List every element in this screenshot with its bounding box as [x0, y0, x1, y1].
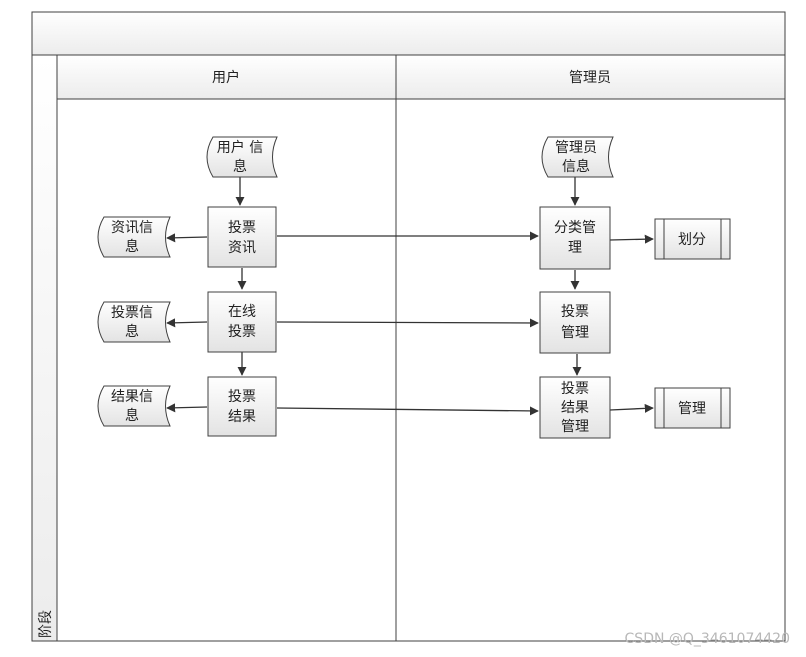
pool-title-band: [31, 11, 786, 56]
result-info-line1: 结果信: [111, 389, 153, 405]
vote-result-line2: 结果: [228, 409, 256, 425]
vote-mgmt-line2: 管理: [561, 325, 589, 341]
process-category-mgmt: 分类管 理: [539, 206, 611, 270]
category-mgmt-line2: 理: [568, 240, 582, 256]
vote-news-line2: 资讯: [228, 240, 256, 256]
vote-news-line1: 投票: [228, 220, 256, 236]
stored-data-user-info: 用户 信 息: [206, 136, 278, 178]
process-vote-mgmt: 投票 管理: [539, 291, 611, 354]
result-mgmt-line3: 管理: [561, 419, 589, 435]
process-vote-result-mgmt: 投票 结果 管理: [539, 376, 611, 439]
lane-header-admin: [395, 54, 786, 100]
process-vote-result: 投票 结果: [207, 376, 277, 437]
news-info-line1: 资讯信: [111, 220, 153, 236]
result-mgmt-line1: 投票: [561, 381, 589, 397]
result-mgmt-line2: 结果: [561, 400, 589, 416]
arrow-voteresult-to-resultinfo: [166, 403, 208, 413]
user-info-line1: 用户 信: [217, 139, 263, 156]
lane-header-user: [56, 54, 397, 100]
stored-data-admin-info: 管理员 信息: [541, 136, 614, 178]
lane-label-admin: 管理员: [569, 70, 611, 86]
divide-label: 划分: [678, 232, 706, 248]
stored-data-result-info: 结果信 息: [97, 385, 171, 427]
user-info-line2: 息: [233, 158, 247, 175]
phase-column: [31, 54, 58, 642]
category-mgmt-line1: 分类管: [554, 220, 596, 236]
stored-data-news-info: 资讯信 息: [97, 216, 171, 258]
arrow-voteresult-to-resultmgmt: [276, 406, 539, 416]
arrow-resultmgmt-to-manage: [609, 403, 654, 413]
vote-mgmt-line1: 投票: [561, 304, 589, 320]
watermark: CSDN @Q_3461074420: [625, 631, 790, 647]
arrow-category-to-divide: [609, 234, 654, 244]
admin-info-line1: 管理员: [555, 140, 597, 156]
subprocess-divide: 划分: [654, 218, 731, 260]
manage-label: 管理: [678, 401, 706, 417]
process-online-vote: 在线 投票: [207, 291, 277, 353]
connectors: [166, 177, 654, 416]
lane-label-user: 用户: [212, 69, 240, 86]
arrow-onlinevote-to-votemgmt: [276, 318, 539, 328]
stored-data-vote-info: 投票信 息: [97, 301, 171, 343]
subprocess-manage: 管理: [654, 387, 731, 429]
vote-info-line1: 投票信: [111, 305, 153, 321]
arrow-votenews-to-newsinfo: [166, 233, 208, 243]
vote-info-line2: 息: [125, 323, 139, 340]
admin-info-line2: 信息: [562, 158, 590, 175]
phase-label: 阶段: [38, 610, 54, 638]
result-info-line2: 息: [125, 407, 139, 424]
vote-result-line1: 投票: [228, 389, 256, 405]
online-vote-line2: 投票: [228, 324, 256, 340]
news-info-line2: 息: [125, 238, 139, 255]
process-vote-news: 投票 资讯: [207, 206, 277, 268]
online-vote-line1: 在线: [228, 304, 256, 320]
arrow-onlinevote-to-voteinfo: [166, 318, 208, 328]
